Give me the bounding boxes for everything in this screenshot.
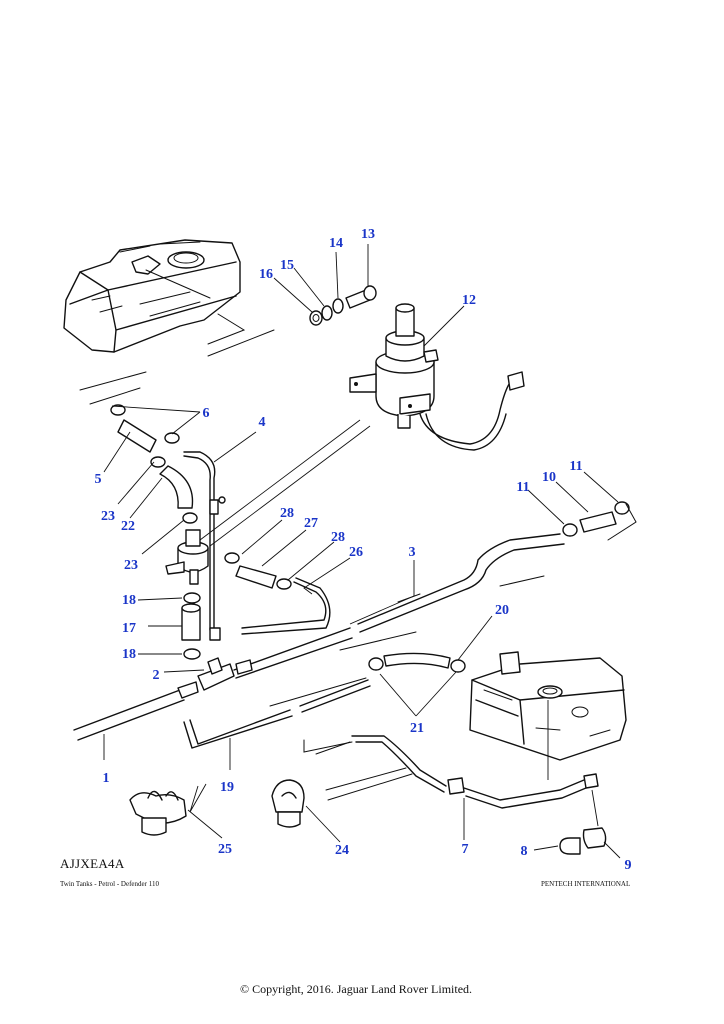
guide-lines [607,503,637,541]
fuel-tank-upper [63,239,241,353]
callout-14: 14 [329,236,343,251]
callout-leaders [103,244,621,859]
callout-1: 1 [103,771,110,786]
drawing-code: AJJXEA4A [60,856,125,871]
callout-18-a: 18 [122,593,136,608]
callout-3: 3 [409,545,416,560]
callout-19: 19 [220,780,234,795]
mounting-hardware [309,285,377,326]
callout-5: 5 [95,472,102,487]
callout-2: 2 [153,668,160,683]
callout-16: 16 [259,267,273,282]
filter-hoses [181,592,201,660]
pipe-clips [129,779,305,836]
vent-hoses [224,552,292,590]
callout-26: 26 [349,545,363,560]
callout-13: 13 [361,227,375,242]
guide-lines [303,739,413,801]
callout-20: 20 [495,603,509,618]
callout-10: 10 [542,470,556,485]
callout-9: 9 [625,858,632,873]
callout-25: 25 [218,842,232,857]
fuel-pump [349,303,525,451]
return-hoses [183,652,466,749]
callout-numbers: 1 2 3 4 5 6 7 8 9 10 11 11 12 13 14 15 1… [95,227,632,873]
company-name: PENTECH INTERNATIONAL [541,880,631,888]
callout-23-b: 23 [124,558,138,573]
feed-pipe [351,735,607,855]
callout-7: 7 [462,842,469,857]
callout-11-b: 11 [569,459,582,474]
callout-17: 17 [122,621,136,636]
pipes-and-tee [73,533,565,741]
fuel-filter-small [165,529,209,585]
callout-23-a: 23 [101,509,115,524]
callout-8: 8 [521,844,528,859]
callout-24: 24 [335,843,349,858]
guide-lines [79,313,275,405]
callout-6: 6 [203,406,210,421]
callout-4: 4 [259,415,266,430]
callout-27: 27 [304,516,318,531]
callout-28-b: 28 [331,530,345,545]
callout-15: 15 [280,258,294,273]
callout-11-a: 11 [516,480,529,495]
callout-12: 12 [462,293,476,308]
callout-22: 22 [121,519,135,534]
callout-18-b: 18 [122,647,136,662]
callout-28-a: 28 [280,506,294,521]
diagram-caption: Twin Tanks - Petrol - Defender 110 [60,880,159,888]
callout-21: 21 [410,721,424,736]
filler-hoses [110,404,226,641]
right-hoses [562,501,630,537]
copyright-notice: © Copyright, 2016. Jaguar Land Rover Lim… [239,982,473,996]
